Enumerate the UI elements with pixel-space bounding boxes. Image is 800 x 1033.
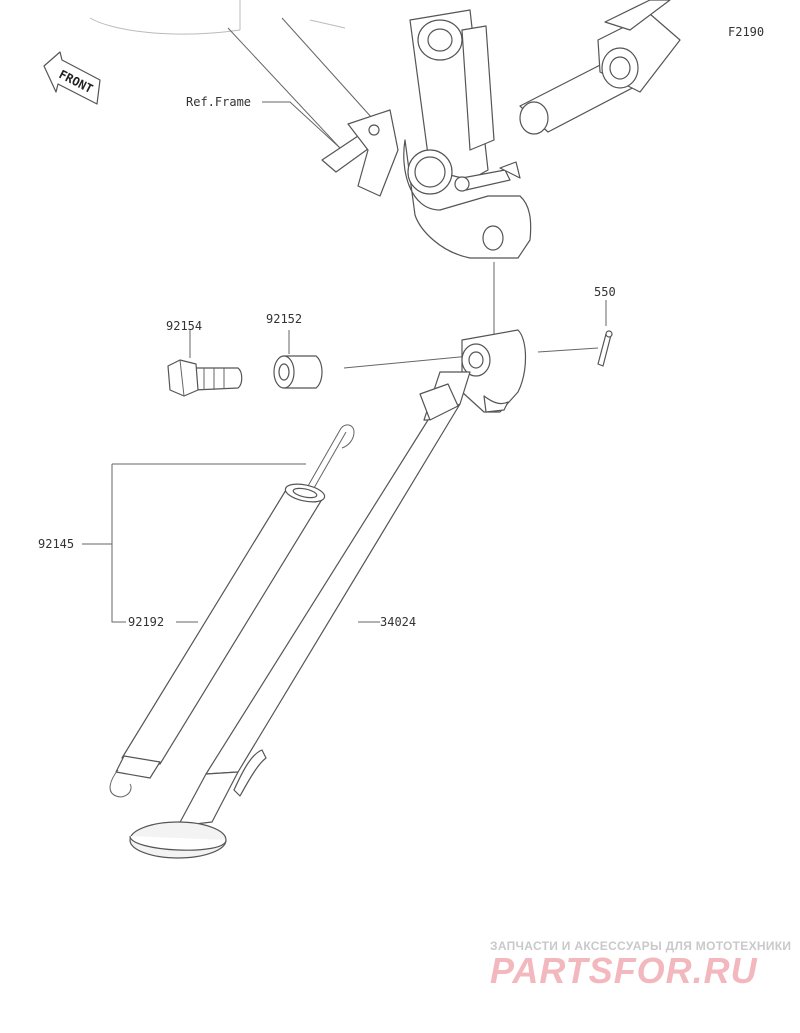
label-92145: 92145 bbox=[38, 537, 74, 551]
ref-frame-leader bbox=[262, 101, 341, 149]
spring-92145 bbox=[109, 424, 355, 798]
diagram-code: F2190 bbox=[728, 25, 764, 39]
label-550: 550 bbox=[594, 285, 616, 299]
side-stand-34024 bbox=[129, 329, 527, 859]
label-92192: 92192 bbox=[128, 615, 164, 629]
front-arrow-icon: FRONT bbox=[43, 51, 101, 105]
label-92154: 92154 bbox=[166, 319, 202, 333]
label-92152: 92152 bbox=[266, 312, 302, 326]
collar-92152 bbox=[273, 355, 323, 389]
cotter-pin-550 bbox=[597, 330, 613, 367]
frame-outline bbox=[89, 0, 346, 35]
frame-bracket bbox=[321, 0, 681, 259]
bolt-92154 bbox=[167, 359, 243, 397]
ref-frame-label: Ref.Frame bbox=[186, 95, 251, 109]
label-34024: 34024 bbox=[380, 615, 416, 629]
watermark-tagline: ЗАПЧАСТИ И АКСЕССУАРЫ ДЛЯ МОТОТЕХНИКИ bbox=[490, 939, 791, 953]
watermark-brand: PARTSFOR.RU bbox=[490, 950, 758, 991]
